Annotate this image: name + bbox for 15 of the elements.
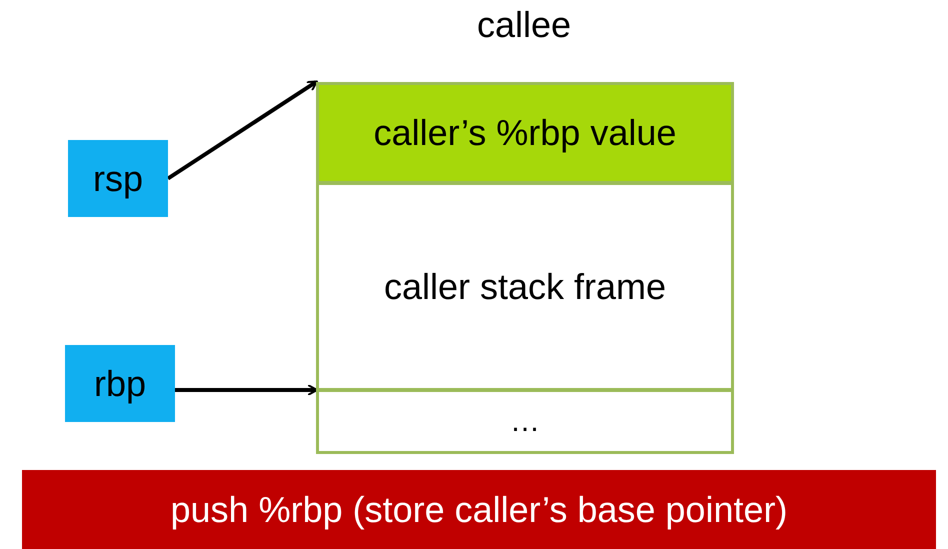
box-label: caller’s %rbp value <box>374 112 676 154</box>
heading: callee <box>476 3 572 47</box>
box-label: rbp <box>94 362 146 404</box>
caption-banner <box>22 470 936 549</box>
box-label: … <box>510 404 540 438</box>
arrow <box>175 384 318 396</box>
register-box <box>65 345 175 422</box>
stack-slot <box>316 82 734 184</box>
box-label: push %rbp (store caller’s base pointer) <box>170 488 788 530</box>
box-label: caller stack frame <box>384 266 666 308</box>
stack-frame <box>316 182 734 391</box>
register-box <box>68 140 168 217</box>
stack-slot <box>316 389 734 454</box>
arrow <box>166 80 318 180</box>
box-label: rsp <box>92 158 143 200</box>
